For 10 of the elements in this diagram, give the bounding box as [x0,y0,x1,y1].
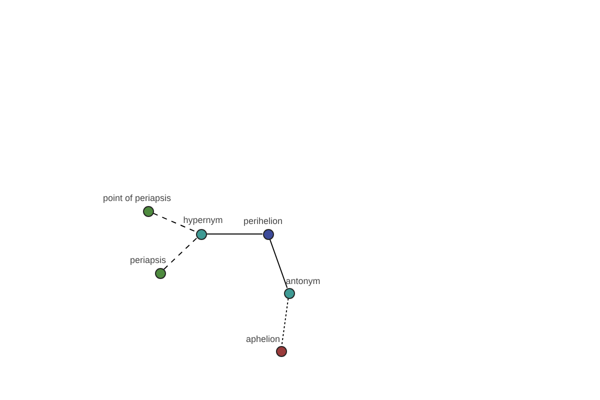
node-label: perihelion [243,216,283,226]
dashed-line [163,237,198,270]
node-label: periapsis [130,255,166,265]
dashed-line [281,298,289,346]
dashed-line [152,212,196,232]
node-label: point of periapsis [102,193,172,203]
node-label: antonym [286,276,320,286]
node-label: hypernym [183,215,223,225]
node-label: aphelion [246,334,280,344]
line [269,238,288,288]
